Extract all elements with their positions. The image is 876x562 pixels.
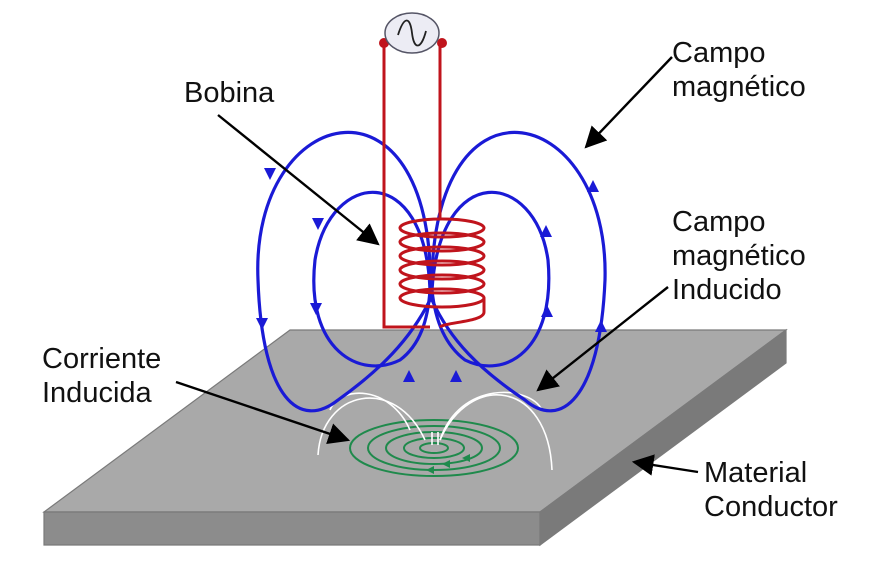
eddy-arrow-1 bbox=[426, 466, 434, 474]
eddy-arrow-2 bbox=[442, 460, 450, 468]
eddy-ring-4 bbox=[403, 437, 465, 459]
coil-turn-2 bbox=[398, 231, 486, 253]
label-material-conductor-line2: Conductor bbox=[704, 491, 838, 523]
field-arrow-5 bbox=[587, 180, 599, 192]
field-arrow-6 bbox=[595, 320, 607, 332]
induced-line-4 bbox=[439, 394, 553, 471]
label-campo-inducido: Campo magnético Inducido bbox=[672, 205, 806, 307]
label-campo-magnetico-line1: Campo bbox=[672, 37, 766, 69]
eddy-ring-5 bbox=[419, 442, 449, 454]
coil bbox=[379, 38, 486, 329]
label-campo-inducido-line3: Inducido bbox=[672, 274, 782, 306]
label-bobina: Bobina bbox=[184, 77, 275, 109]
induced-line-3 bbox=[439, 391, 543, 441]
coil-lead-left bbox=[382, 44, 430, 329]
field-arrow-1 bbox=[264, 168, 276, 180]
pointer-campo-magnetico bbox=[584, 56, 673, 149]
ac-source bbox=[384, 12, 440, 54]
field-loop-right-outer bbox=[430, 130, 607, 413]
label-corriente-inducida-line1: Corriente bbox=[42, 343, 162, 375]
pointer-arrows bbox=[175, 56, 699, 476]
ac-sine-wave-icon bbox=[397, 19, 427, 47]
coil-turn-3 bbox=[398, 245, 486, 267]
pointer-campo-inducido bbox=[536, 286, 669, 392]
field-loop-left-inner bbox=[312, 190, 432, 368]
coil-tail bbox=[439, 298, 486, 329]
pointer-bobina bbox=[217, 114, 380, 246]
field-arrow-2 bbox=[256, 318, 268, 330]
coil-turn-1 bbox=[398, 217, 486, 239]
plate-right-face bbox=[539, 328, 787, 547]
eddy-current-rings bbox=[349, 419, 519, 477]
field-arrow-10 bbox=[450, 370, 462, 382]
plate-front-face bbox=[43, 511, 541, 546]
pointer-corriente-inducida bbox=[175, 380, 351, 445]
eddy-ring-1 bbox=[349, 419, 519, 477]
field-arrow-7 bbox=[540, 225, 552, 237]
induced-line-1 bbox=[317, 397, 426, 456]
label-campo-magnetico: Campo magnético bbox=[672, 36, 806, 104]
coil-turn-5 bbox=[398, 273, 486, 295]
label-corriente-inducida-line2: Inducida bbox=[42, 377, 152, 409]
coil-turn-4 bbox=[398, 259, 486, 281]
label-campo-magnetico-line2: magnético bbox=[672, 71, 806, 103]
field-arrow-8 bbox=[541, 305, 553, 317]
field-arrow-9 bbox=[403, 370, 415, 382]
field-arrow-4 bbox=[310, 303, 322, 315]
pointer-material-conductor bbox=[631, 454, 699, 476]
eddy-ring-3 bbox=[385, 431, 483, 465]
label-material-conductor-line1: Material bbox=[704, 457, 808, 489]
field-arrow-3 bbox=[312, 218, 324, 230]
eddy-arrow-3 bbox=[462, 454, 470, 462]
terminal-right bbox=[437, 38, 447, 48]
label-material-conductor: Material Conductor bbox=[704, 456, 838, 524]
label-corriente-inducida: Corriente Inducida bbox=[42, 342, 161, 410]
label-campo-inducido-line1: Campo bbox=[672, 206, 766, 238]
label-campo-inducido-line2: magnético bbox=[672, 240, 806, 272]
